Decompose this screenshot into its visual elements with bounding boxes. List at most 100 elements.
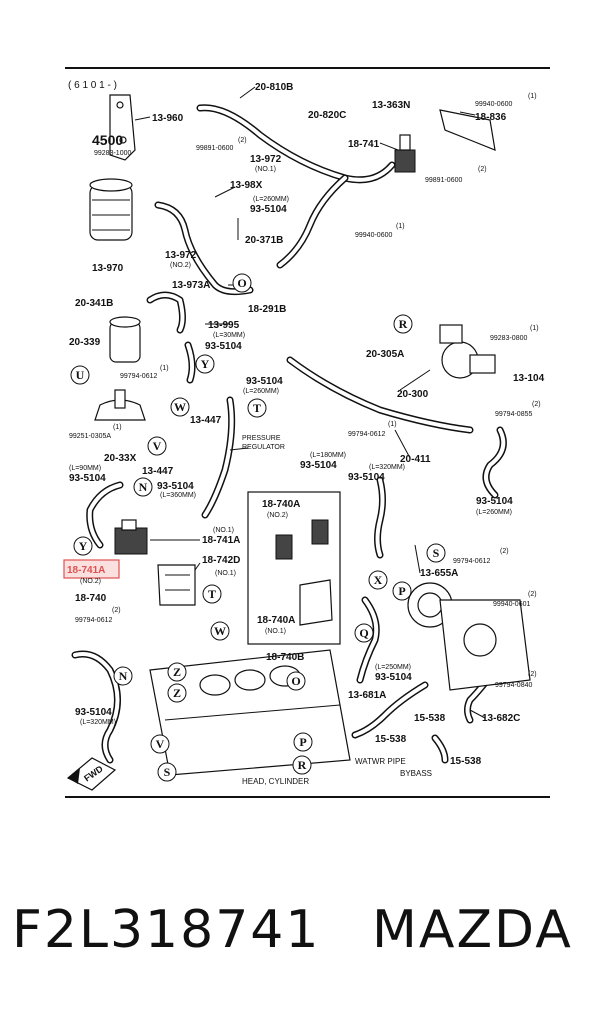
callout: 20-810B (255, 82, 293, 93)
svg-text:V: V (156, 737, 165, 751)
callout: (L=260MM) (243, 388, 279, 395)
circle-marker: V (147, 436, 167, 456)
callout: (L=90MM) (69, 465, 101, 472)
callout: 20-339 (69, 337, 101, 348)
callout: 13-363N (372, 100, 410, 111)
callout: 13-447 (142, 466, 174, 477)
callout: 13-682C (482, 713, 520, 724)
callout: 13-970 (92, 263, 124, 274)
callout: 99794-0840 (495, 682, 532, 689)
throttle-body (407, 582, 531, 691)
callout: 93-5104 (476, 496, 513, 507)
callout: 99251-0305A (69, 433, 111, 440)
svg-text:O: O (237, 276, 246, 290)
callout: 13-681A (348, 690, 386, 701)
callout: 20-33X (104, 453, 137, 464)
circle-markers: O R U Y W V T N Y S Q P Z N Z W O X V P … (70, 273, 446, 782)
callout: 20-411 (400, 454, 431, 465)
callout: 13-960 (152, 113, 184, 124)
circle-marker: O (240, 276, 249, 290)
callout: (2) (478, 166, 487, 173)
callout: 18-740 (75, 593, 107, 604)
circle-marker: S (426, 543, 446, 563)
callout: 93-5104 (300, 460, 337, 471)
circle-marker: X (368, 570, 388, 590)
callout: (L=320MM) (80, 719, 116, 726)
circle-marker: P (392, 581, 412, 601)
circle-marker: Y (73, 536, 93, 556)
bracket-18-742d (157, 564, 196, 606)
circle-marker: R (393, 314, 413, 334)
svg-text:P: P (299, 735, 306, 749)
callout: 99794-0612 (453, 558, 490, 565)
callout: 18-741A (202, 535, 240, 546)
circle-marker: Q (354, 623, 374, 643)
callout: 13-995 (208, 320, 240, 331)
svg-text:N: N (119, 669, 128, 683)
circle-marker: Z (167, 683, 187, 703)
svg-text:W: W (174, 400, 186, 414)
callout: 93-5104 (157, 481, 194, 492)
circle-marker: P (293, 732, 313, 752)
svg-text:S: S (164, 765, 171, 779)
callout: 20-341B (75, 298, 113, 309)
callout: 93-5104 (205, 341, 242, 352)
callout: 20-371B (245, 235, 283, 246)
callout: (2) (528, 591, 537, 598)
callout: 99794-0612 (120, 373, 157, 380)
callout: (1) (528, 93, 537, 100)
callout: 18-740A (262, 499, 300, 510)
circle-marker: O (286, 671, 306, 691)
callout: 93-5104 (348, 472, 385, 483)
callout: BYBASS (400, 769, 432, 778)
callout: (2) (528, 671, 537, 678)
callout: (2) (500, 548, 509, 555)
callout: 99283-0800 (490, 335, 527, 342)
callout: REGULATOR (242, 444, 285, 451)
svg-text:O: O (240, 276, 249, 290)
header-code: ( 6 1 0 1 - ) (68, 80, 117, 91)
callout: 15-538 (450, 756, 482, 767)
circle-marker: T (247, 398, 267, 418)
callout: (L=360MM) (160, 492, 196, 499)
filter-20-339 (109, 316, 141, 363)
callout: (L=250MM) (375, 664, 411, 671)
callout: (1) (396, 223, 405, 230)
callout: (NO.2) (267, 512, 288, 519)
callout: 13-973A (172, 280, 210, 291)
callout: 18-740B (266, 652, 304, 663)
svg-text:Q: Q (359, 626, 368, 640)
highlight-box (63, 559, 120, 579)
svg-text:N: N (139, 480, 148, 494)
valve-20-300 (439, 324, 496, 379)
callout: 99891-0600 (425, 177, 462, 184)
callout: (1) (160, 365, 169, 372)
fwd-arrow (66, 757, 117, 791)
svg-text:R: R (298, 758, 307, 772)
callout: 99940-0601 (493, 601, 530, 608)
svg-text:O: O (291, 674, 300, 688)
callout: 93-5104 (250, 204, 287, 215)
callout: (2) (532, 401, 541, 408)
callout: 15-538 (414, 713, 446, 724)
circle-marker: W (170, 397, 190, 417)
svg-text:T: T (253, 401, 261, 415)
callout: 4500 (92, 132, 123, 148)
circle-marker: T (202, 584, 222, 604)
callout: 13-447 (190, 415, 222, 426)
callout: 99891-0600 (196, 145, 233, 152)
svg-text:X: X (374, 573, 383, 587)
svg-text:R: R (399, 317, 408, 331)
svg-text:S: S (433, 546, 440, 560)
callout: (NO.2) (80, 578, 101, 585)
callout: 15-538 (375, 734, 407, 745)
circle-marker: W (210, 621, 230, 641)
callout: WATWR PIPE (355, 757, 406, 766)
callout: (L=260MM) (253, 196, 289, 203)
inset-box (247, 491, 341, 645)
svg-text:Z: Z (173, 665, 181, 679)
canister-13-970 (89, 178, 133, 241)
circle-marker: R (292, 755, 312, 775)
bracket-18-836 (439, 109, 496, 151)
circle-marker: U (70, 365, 90, 385)
